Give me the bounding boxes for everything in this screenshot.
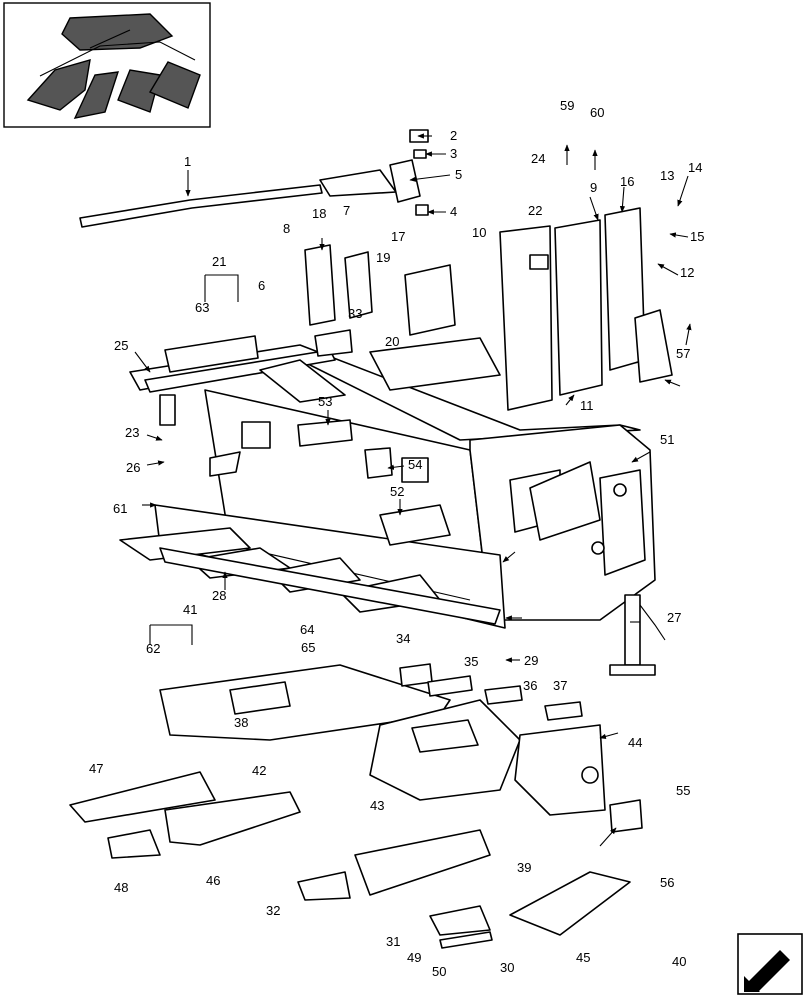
callout-24: 24 [531,151,545,166]
callout-61: 61 [113,501,127,516]
callout-11: 11 [580,398,594,413]
callout-40: 40 [672,954,686,969]
callout-63: 63 [195,300,209,315]
callout-32: 32 [266,903,280,918]
callout-20: 20 [385,334,399,349]
callout-17: 17 [391,229,405,244]
callout-54: 54 [408,457,422,472]
bracket-group-center [304,244,501,391]
callout-42: 42 [252,763,266,778]
callout-21: 21 [212,254,226,269]
callout-36: 36 [523,678,537,693]
callout-45: 45 [576,950,590,965]
callout-57: 57 [676,346,690,361]
callout-46: 46 [206,873,220,888]
callout-3: 3 [450,146,457,161]
lower-points [69,771,631,949]
callout-23: 23 [125,425,139,440]
crop-dividers [119,527,501,625]
callout-4: 4 [450,204,457,219]
callout-27: 27 [667,610,681,625]
callout-34: 34 [396,631,410,646]
callout-62: 62 [146,641,160,656]
drive-rod-and-clamp [79,129,429,228]
callout-39: 39 [517,860,531,875]
callout-26: 26 [126,460,140,475]
callout-53: 53 [318,394,332,409]
callout-44: 44 [628,735,642,750]
callout-labels: 1 2 3 4 5 6 7 8 9 10 11 12 13 14 15 16 1… [89,98,704,979]
callout-43: 43 [370,798,384,813]
callout-10: 10 [472,225,486,240]
callout-38: 38 [234,715,248,730]
callout-5: 5 [455,167,462,182]
callout-1: 1 [184,154,191,169]
callout-51: 51 [660,432,674,447]
callout-56: 56 [660,875,674,890]
callout-37: 37 [553,678,567,693]
callout-31: 31 [386,934,400,949]
callout-48: 48 [114,880,128,895]
callout-25: 25 [114,338,128,353]
callout-64: 64 [300,622,314,637]
callout-30: 30 [500,960,514,975]
callout-50: 50 [432,964,446,979]
callout-9: 9 [590,180,597,195]
next-page-arrow-icon[interactable] [737,933,803,995]
callout-2: 2 [450,128,457,143]
callout-65: 65 [301,640,315,655]
callout-41: 41 [183,602,197,617]
callout-49: 49 [407,950,421,965]
callout-29: 29 [524,653,538,668]
lower-shields [159,663,643,833]
callout-47: 47 [89,761,103,776]
callout-16: 16 [620,174,634,189]
callout-52: 52 [390,484,404,499]
callout-33: 33 [348,306,362,321]
callout-7: 7 [343,203,350,218]
callout-55: 55 [676,783,690,798]
header-frame [129,335,656,629]
callout-19: 19 [376,250,390,265]
callout-60: 60 [590,105,604,120]
callout-22: 22 [528,203,542,218]
callout-35: 35 [464,654,478,669]
callout-8: 8 [283,221,290,236]
jack-stand-27 [609,594,666,676]
callout-59: 59 [560,98,574,113]
callout-13: 13 [660,168,674,183]
callout-6: 6 [258,278,265,293]
header-assembly-thumbnail-icon [3,2,211,128]
callout-15: 15 [690,229,704,244]
leader-lines [134,133,692,847]
callout-14: 14 [688,160,702,175]
callout-28: 28 [212,588,226,603]
callout-18: 18 [312,206,326,221]
shield-plates-right [499,207,673,411]
callout-12: 12 [680,265,694,280]
